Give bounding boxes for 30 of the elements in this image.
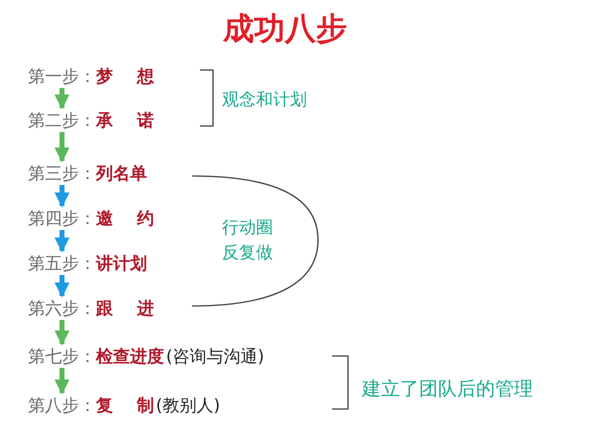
arrow (54, 320, 70, 346)
group-label: 行动圈 (222, 217, 273, 239)
step-number: 第三步： (28, 162, 96, 184)
step-number: 第五步： (28, 252, 96, 274)
step-name: 讲计划 (96, 252, 147, 274)
step-name: 承 诺 (96, 110, 154, 132)
step-name: 检查进度 (96, 346, 164, 368)
step-name: 复 制 (96, 394, 154, 416)
step-note: (咨询与沟通) (166, 346, 264, 368)
step-number: 第六步： (28, 298, 96, 320)
step-name: 邀 约 (96, 208, 154, 230)
title: 成功八步 (222, 10, 348, 49)
arrow (54, 185, 70, 208)
step-number: 第二步： (28, 110, 96, 132)
step-number: 第一步： (28, 66, 96, 88)
step-name: 跟 进 (96, 298, 154, 320)
arrow (54, 132, 70, 162)
arrow (54, 275, 70, 298)
step-number: 第四步： (28, 208, 96, 230)
step-name: 列名单 (96, 162, 147, 184)
group-label: 建立了团队后的管理 (362, 377, 533, 402)
arrow (54, 368, 70, 394)
step-number: 第七步： (28, 346, 96, 368)
step-note: (教别人) (156, 394, 220, 416)
group-label: 观念和计划 (222, 89, 307, 111)
arrow (54, 88, 70, 110)
arrow (54, 230, 70, 252)
group-label: 反复做 (222, 242, 273, 264)
step-number: 第八步： (28, 394, 96, 416)
step-name: 梦 想 (96, 66, 154, 88)
